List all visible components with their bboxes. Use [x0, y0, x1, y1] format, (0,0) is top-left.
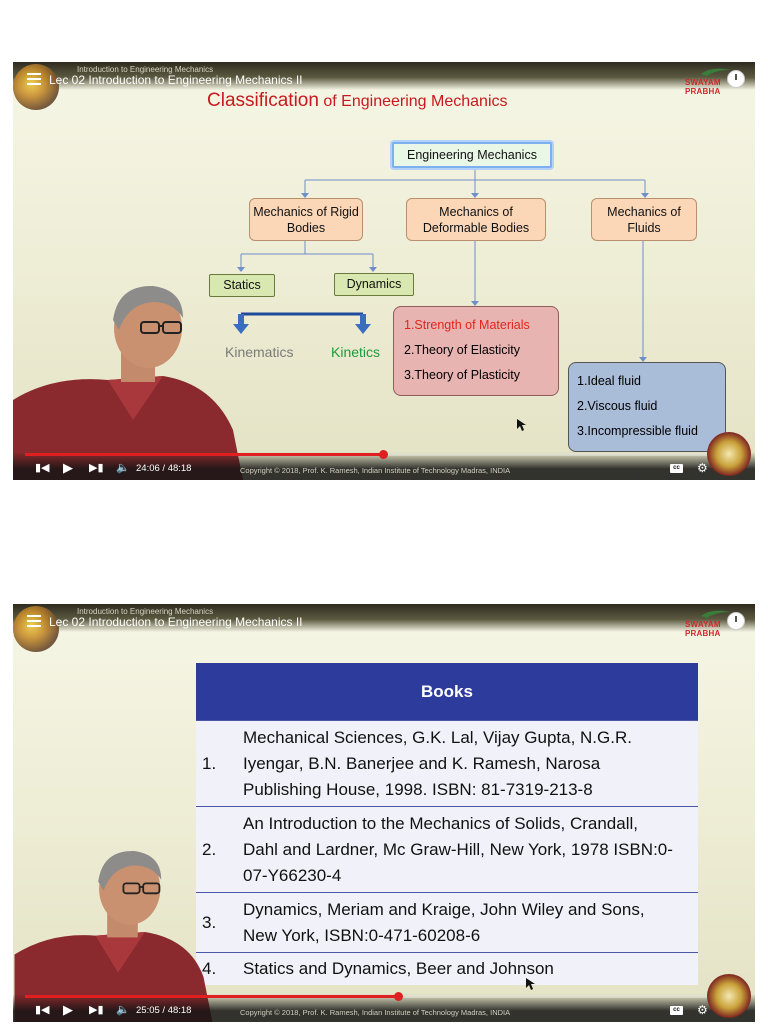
- node-fluids: Mechanics of Fluids: [591, 198, 697, 241]
- swayam-prabha-logo: SWAYAM PRABHA: [685, 608, 749, 638]
- video-top-bar: [13, 604, 755, 632]
- book-entry: Statics and Dynamics, Beer and Johnson: [239, 952, 698, 985]
- books-table: Books 1. Mechanical Sciences, G.K. Lal, …: [196, 663, 698, 985]
- swayam-prabha-logo: SWAYAM PRABHA: [685, 66, 749, 96]
- deformable-list: 1.Strength of Materials 2.Theory of Elas…: [393, 306, 559, 396]
- book-entry: Mechanical Sciences, G.K. Lal, Vijay Gup…: [239, 720, 698, 807]
- table-header: Books: [196, 663, 698, 721]
- node-statics: Statics: [209, 274, 275, 297]
- previous-icon[interactable]: ▮◀: [35, 462, 50, 474]
- time-display: 25:05 / 48:18: [136, 1005, 192, 1016]
- deformable-item: 2.Theory of Elasticity: [404, 343, 521, 357]
- next-icon[interactable]: ▶▮: [89, 462, 104, 474]
- progress-played: [25, 453, 384, 456]
- bird-logo-icon: [701, 610, 731, 618]
- progress-bar[interactable]: [25, 450, 743, 459]
- fluids-list: 1.Ideal fluid 2.Viscous fluid 3.Incompre…: [568, 362, 726, 452]
- bird-logo-icon: [701, 68, 731, 76]
- institute-logo-icon: [13, 64, 59, 110]
- institute-logo-icon: [13, 606, 59, 652]
- progress-handle[interactable]: [379, 450, 389, 459]
- table-row: 4. Statics and Dynamics, Beer and Johnso…: [196, 952, 698, 985]
- book-number: 3.: [196, 892, 239, 953]
- settings-gear-icon[interactable]: ⚙: [697, 1003, 708, 1017]
- copyright-text: Copyright © 2018, Prof. K. Ramesh, India…: [240, 1008, 511, 1017]
- table-header-row: Books: [196, 663, 698, 721]
- video-player-2[interactable]: Books 1. Mechanical Sciences, G.K. Lal, …: [13, 604, 755, 1022]
- previous-icon[interactable]: ▮◀: [35, 1004, 50, 1016]
- menu-icon[interactable]: [27, 615, 41, 627]
- video-title[interactable]: Lec 02 Introduction to Engineering Mecha…: [49, 73, 303, 87]
- mouse-cursor-icon: [517, 419, 526, 431]
- fluid-item: 3.Incompressible fluid: [577, 424, 698, 438]
- volume-icon[interactable]: 🔈: [116, 462, 130, 474]
- captions-icon[interactable]: cc: [670, 1006, 683, 1015]
- progress-bar[interactable]: [25, 992, 743, 1001]
- video-player-1[interactable]: Classification of Engineering Mechanics: [13, 62, 755, 480]
- node-engineering-mechanics: Engineering Mechanics: [392, 142, 552, 168]
- video-title[interactable]: Lec 02 Introduction to Engineering Mecha…: [49, 615, 303, 629]
- mouse-cursor-icon: [526, 978, 535, 990]
- label-kinetics: Kinetics: [331, 344, 381, 360]
- deformable-item: 1.Strength of Materials: [404, 318, 530, 332]
- presenter-video: [13, 285, 243, 480]
- progress-played: [25, 995, 398, 998]
- iit-madras-seal-icon: [707, 432, 751, 476]
- table-row: 2. An Introduction to the Mechanics of S…: [196, 806, 698, 893]
- book-number: 2.: [196, 806, 239, 893]
- watch-later-icon[interactable]: [727, 70, 745, 88]
- volume-icon[interactable]: 🔈: [116, 1004, 130, 1016]
- course-name: Introduction to Engineering Mechanics: [77, 607, 214, 616]
- progress-handle[interactable]: [393, 992, 403, 1001]
- table-row: 1. Mechanical Sciences, G.K. Lal, Vijay …: [196, 720, 698, 807]
- fluid-item: 2.Viscous fluid: [577, 399, 658, 413]
- iit-madras-seal-icon: [707, 974, 751, 1018]
- menu-icon[interactable]: [27, 73, 41, 85]
- deformable-item: 3.Theory of Plasticity: [404, 368, 521, 382]
- diagram-connectors: [233, 168, 649, 362]
- watch-later-icon[interactable]: [727, 612, 745, 630]
- settings-gear-icon[interactable]: ⚙: [697, 461, 708, 475]
- video-top-bar: [13, 62, 755, 90]
- play-icon[interactable]: ▶: [63, 1002, 73, 1017]
- copyright-text: Copyright © 2018, Prof. K. Ramesh, India…: [240, 466, 511, 475]
- captions-icon[interactable]: cc: [670, 464, 683, 473]
- table-row: 3. Dynamics, Meriam and Kraige, John Wil…: [196, 892, 698, 953]
- player-controls: [13, 994, 755, 1022]
- node-rigid-bodies: Mechanics of Rigid Bodies: [249, 198, 363, 241]
- node-deformable-bodies: Mechanics of Deformable Bodies: [406, 198, 546, 241]
- book-entry: An Introduction to the Mechanics of Soli…: [239, 806, 698, 893]
- book-number: 1.: [196, 720, 239, 807]
- course-name: Introduction to Engineering Mechanics: [77, 65, 214, 74]
- slide-title: Classification of Engineering Mechanics: [207, 90, 508, 111]
- node-dynamics: Dynamics: [334, 273, 414, 296]
- next-icon[interactable]: ▶▮: [89, 1004, 104, 1016]
- label-kinematics: Kinematics: [225, 344, 294, 360]
- time-display: 24:06 / 48:18: [136, 463, 192, 474]
- play-icon[interactable]: ▶: [63, 460, 73, 475]
- book-entry: Dynamics, Meriam and Kraige, John Wiley …: [239, 892, 698, 953]
- fluid-item: 1.Ideal fluid: [577, 374, 641, 388]
